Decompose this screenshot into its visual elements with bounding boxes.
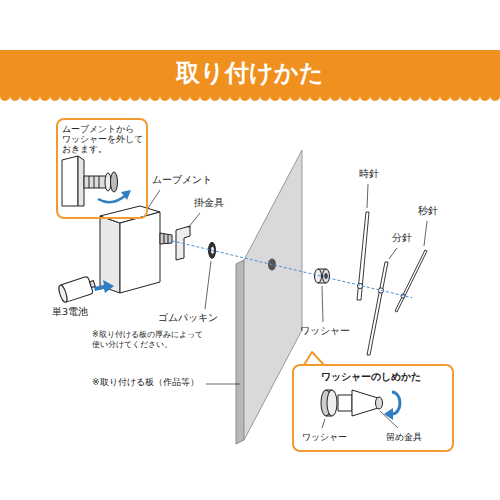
- assembly-axis: [172, 241, 412, 298]
- mini-movement-body: [62, 156, 78, 206]
- second-hand: [395, 250, 427, 312]
- movement: [100, 206, 172, 293]
- leader-lines: [148, 184, 427, 384]
- callout-box: ワッシャーのしめかたワッシャー 留め金具: [292, 364, 454, 452]
- leader-line: [206, 384, 240, 385]
- washer-hole: [325, 274, 327, 279]
- note-text: ※取り付ける板（作品等）: [92, 377, 199, 388]
- leader-line: [322, 419, 325, 428]
- turn-arrow-head: [121, 190, 131, 200]
- part-name: 掛金具: [194, 197, 224, 208]
- part-name: 時針: [359, 168, 379, 179]
- clock-hands: [357, 212, 427, 355]
- battery: [57, 275, 97, 303]
- note-text: ※取り付ける板の厚みによって 使い分けてください。: [92, 330, 214, 349]
- callout-box: ムーブメントから ワッシャーを外して おきます。: [56, 118, 148, 219]
- mini-thread: [89, 176, 99, 188]
- fastening-illustration: [321, 390, 398, 428]
- fastener-end: [376, 397, 383, 409]
- turn-arrow: [392, 392, 400, 414]
- part-name: ワッシャー: [300, 325, 350, 336]
- leader-line: [322, 286, 323, 322]
- part-name: 留め金具: [386, 432, 422, 442]
- part-name: ゴムパッキン: [158, 312, 218, 323]
- mini-movement-side: [78, 156, 84, 206]
- title-banner: [0, 50, 500, 96]
- turn-arrow-head: [384, 408, 393, 420]
- callout-text: ムーブメントから ワッシャーを外して おきます。: [62, 124, 142, 155]
- mini-shaft: [84, 176, 106, 188]
- battery-tip: [90, 281, 96, 288]
- fastener-body: [338, 395, 352, 411]
- minute-hand: [367, 262, 388, 355]
- leader-line: [367, 184, 368, 208]
- movement-side: [100, 216, 120, 293]
- washer-face: [323, 269, 330, 283]
- leader-line: [389, 248, 397, 259]
- leader-line: [205, 261, 211, 309]
- part-name: 単3電池: [52, 306, 88, 317]
- fastener-wings: [352, 390, 378, 416]
- part-name: 分針: [392, 232, 412, 243]
- washer: [315, 269, 330, 283]
- callout-ground: [56, 118, 144, 212]
- washer-face: [327, 390, 337, 416]
- insert-arrow: [94, 280, 114, 293]
- callout-text: ワッシャーのしめかた: [294, 371, 448, 383]
- turn-arrow: [98, 195, 126, 202]
- part-name: 秒針: [418, 205, 438, 216]
- battery-end: [57, 284, 68, 303]
- shaft-thread: [164, 234, 168, 243]
- title-text: 取り付けかた: [0, 58, 500, 88]
- leader-line: [424, 221, 427, 246]
- banner-scallop: [0, 96, 500, 101]
- movement-shaft: [160, 233, 172, 244]
- part-name: ワッシャー: [302, 432, 347, 442]
- mini-movement: [62, 156, 118, 206]
- board-side: [236, 260, 244, 444]
- mini-washer: [111, 172, 118, 192]
- leader-line: [188, 213, 200, 228]
- leader-line: [148, 190, 160, 208]
- movement-front: [120, 212, 160, 293]
- part-name: ムーブメント: [152, 174, 212, 185]
